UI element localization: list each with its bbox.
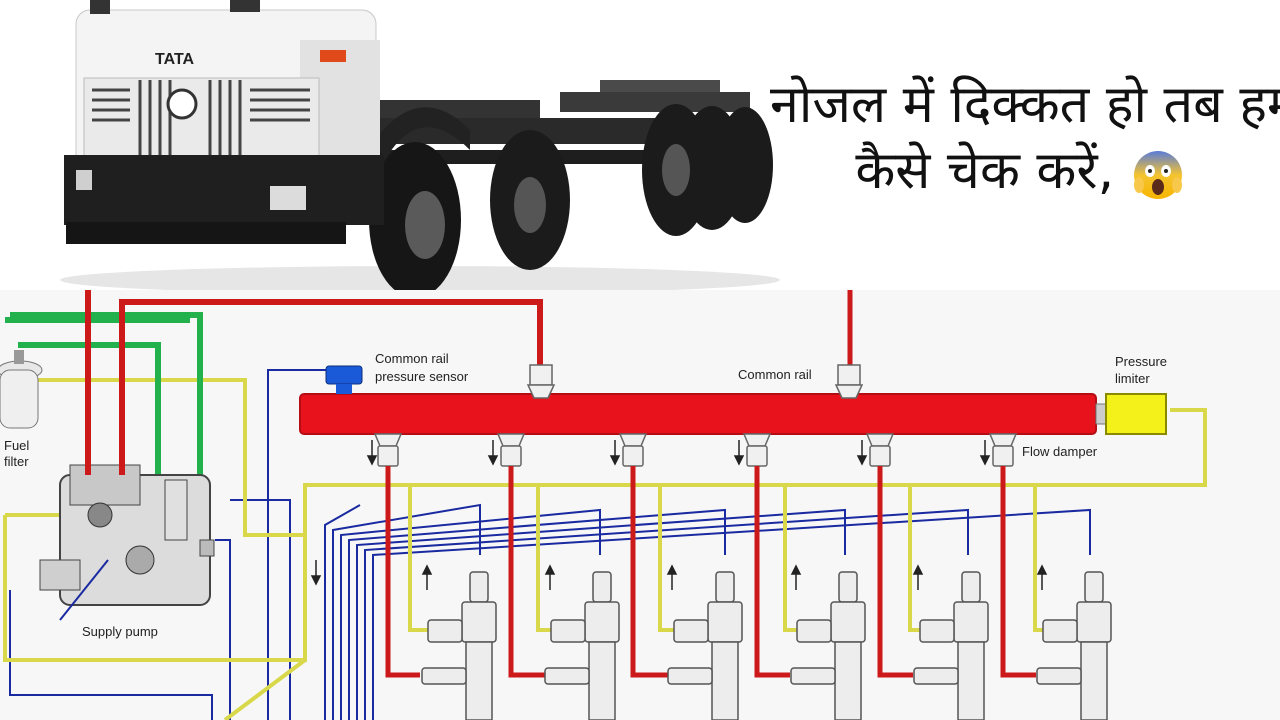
headline-line-1: नोजल में दिक्कत हो तब हम bbox=[770, 75, 1280, 135]
truck-brand-text: TATA bbox=[155, 51, 195, 68]
flow-arrows-down bbox=[310, 440, 991, 586]
scream-face-emoji-icon bbox=[1133, 151, 1182, 199]
common-rail-sensor-label-2: pressure sensor bbox=[375, 369, 469, 384]
flow-arrows-up bbox=[421, 564, 1048, 590]
common-rail-label: Common rail bbox=[738, 367, 812, 382]
headline-line-2-text: कैसे चेक करें, bbox=[855, 141, 1115, 201]
flow-damper-label: Flow damper bbox=[1022, 444, 1098, 459]
diagram-background bbox=[0, 290, 1280, 720]
truck-chassis-image: TATA bbox=[60, 0, 780, 298]
common-rail-sensor-label-1: Common rail bbox=[375, 351, 449, 366]
common-rail-diagram: Fuel filter Supply pump Common rail pres… bbox=[0, 290, 1280, 720]
headline: नोजल में दिक्कत हो तब हम कैसे चेक करें, bbox=[770, 72, 1280, 204]
pressure-limiter bbox=[1105, 393, 1167, 435]
rail-inlet-fittings bbox=[526, 364, 864, 399]
pressure-sensor bbox=[325, 365, 363, 394]
injectors bbox=[421, 571, 1112, 720]
limiter-connector bbox=[1095, 403, 1107, 425]
injector-high-pressure-lines bbox=[385, 466, 1036, 678]
pump-high-pressure-lines bbox=[85, 290, 543, 475]
pressure-limiter-label-2: limiter bbox=[1115, 371, 1150, 386]
pressure-limiter-label-1: Pressure bbox=[1115, 354, 1167, 369]
headline-line-2: कैसे चेक करें, bbox=[770, 138, 1270, 204]
common-rail bbox=[299, 393, 1097, 435]
supply-pump bbox=[39, 464, 215, 621]
fuel-filter-label-2: filter bbox=[4, 454, 29, 469]
fuel-filter bbox=[0, 350, 43, 429]
signal-lines bbox=[9, 369, 1091, 720]
supply-pump-label: Supply pump bbox=[82, 624, 158, 639]
fuel-filter-label-1: Fuel bbox=[4, 438, 29, 453]
